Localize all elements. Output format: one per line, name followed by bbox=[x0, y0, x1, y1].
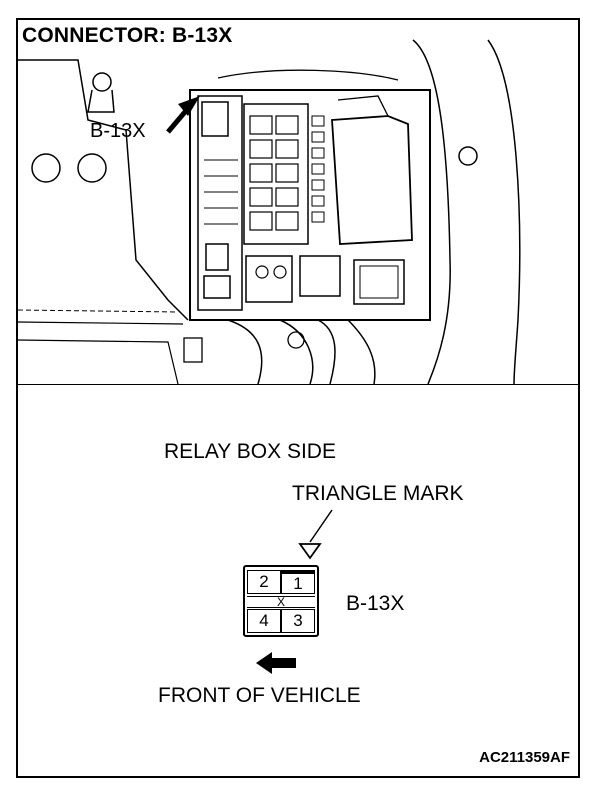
relay-box-drawing bbox=[18, 20, 578, 384]
diagram-frame: CONNECTOR: B-13X B-13X RELAY BOX SIDE TR… bbox=[16, 18, 580, 778]
connector-lock-tab: X bbox=[247, 595, 315, 609]
front-of-vehicle-label: FRONT OF VEHICLE bbox=[158, 684, 361, 707]
photo-connector-callout: B-13X bbox=[90, 120, 146, 142]
triangle-mark-pointer bbox=[298, 509, 333, 560]
pin-4: 4 bbox=[247, 609, 281, 633]
relay-box-side-label: RELAY BOX SIDE bbox=[164, 440, 336, 463]
pin-1: 1 bbox=[281, 570, 315, 594]
relay-box-illustration: CONNECTOR: B-13X B-13X bbox=[18, 20, 578, 385]
front-direction-arrow-icon bbox=[256, 652, 296, 674]
page-title: CONNECTOR: B-13X bbox=[20, 24, 237, 50]
pin-3: 3 bbox=[281, 609, 315, 633]
figure-id: AC211359AF bbox=[479, 749, 570, 766]
connector-face-b-13x: 2 1 X 4 3 bbox=[243, 565, 319, 637]
connector-id-label: B-13X bbox=[346, 592, 405, 615]
triangle-mark-label: TRIANGLE MARK bbox=[292, 482, 464, 505]
pin-2: 2 bbox=[247, 570, 281, 594]
